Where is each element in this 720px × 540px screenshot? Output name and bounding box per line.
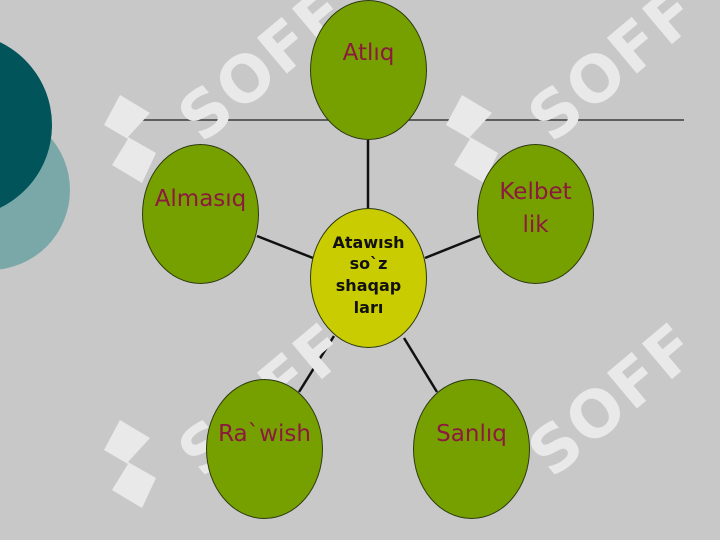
node-kelbetlik-label: Kelbet lik: [499, 178, 572, 238]
connector-rawish: [297, 335, 336, 393]
watermark-logo-1: [104, 95, 156, 183]
watermark-logo-3: [104, 420, 156, 508]
decor-circle-dark: [0, 42, 52, 208]
center-node: Atawısh so`z shaqap ları: [310, 208, 427, 348]
connector-kelbetlik: [424, 234, 481, 260]
node-rawish-label: Ra`wish: [218, 421, 311, 448]
watermark-logo-2: [446, 95, 498, 183]
node-almasiq: Almasıq: [142, 144, 259, 284]
node-almasiq-label: Almasıq: [154, 186, 247, 213]
node-sanliq-label: Sanlıq: [436, 421, 507, 448]
connector-almasiq: [256, 234, 314, 260]
node-atliq-label: Atlıq: [342, 40, 395, 67]
connector-sanliq: [402, 337, 439, 393]
node-kelbetlik: Kelbet lik: [477, 144, 594, 284]
node-sanliq: Sanlıq: [413, 379, 530, 519]
node-rawish: Ra`wish: [206, 379, 323, 519]
node-atliq: Atlıq: [310, 0, 427, 140]
center-node-label: Atawısh so`z shaqap ları: [332, 232, 405, 317]
